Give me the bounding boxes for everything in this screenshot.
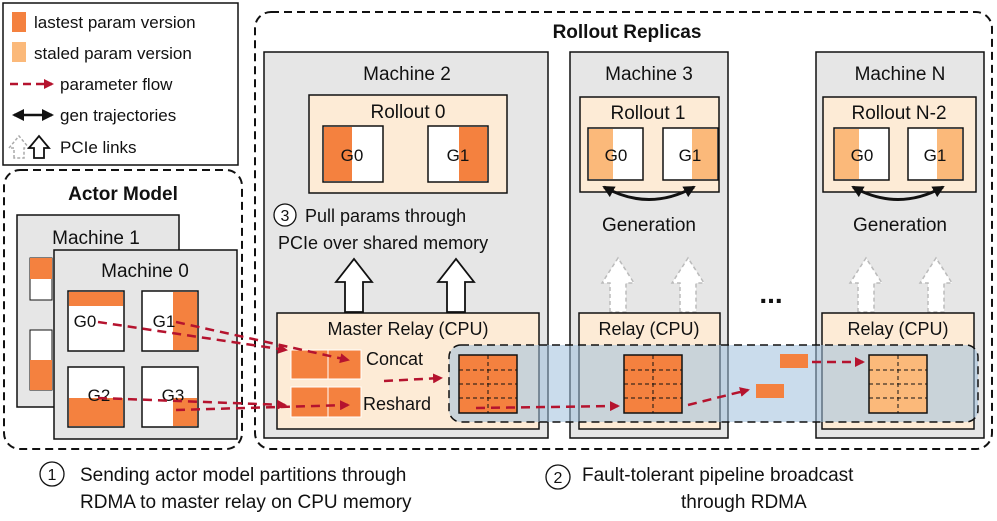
- rollout-replicas-group: Rollout Replicas Machine 2 Rollout 0 G0 …: [254, 11, 993, 450]
- actor-gpu-g3: G3: [141, 366, 199, 428]
- legend-param-flow: parameter flow: [60, 75, 173, 94]
- rollout-replicas-title: Rollout Replicas: [553, 22, 702, 43]
- relay-label-machine-3: Relay (CPU): [598, 319, 699, 339]
- actor-model-group: Actor Model Machine 1 Machine 0 G0 G1 G2: [3, 169, 243, 450]
- param-buffer-master: [458, 354, 518, 414]
- rollout-n2-gpu-g0: G0: [833, 127, 890, 181]
- svg-text:G0: G0: [851, 146, 874, 165]
- pcie-up-arrow-icon: [436, 257, 476, 313]
- concat-buffer: [290, 349, 362, 380]
- svg-text:G0: G0: [341, 146, 364, 165]
- concat-label: Concat: [366, 349, 423, 369]
- rollout-n2-label: Rollout N-2: [851, 103, 946, 124]
- actor-gpu-g1: G1: [141, 290, 199, 352]
- machine-3-label: Machine 3: [605, 64, 693, 85]
- step-3-number: 3: [281, 208, 290, 225]
- actor-gpu-g2-label: G2: [88, 386, 111, 405]
- generation-arrow-icon: [602, 185, 696, 201]
- actor-machine-1-label: Machine 1: [52, 228, 140, 249]
- machine-n-label: Machine N: [855, 64, 946, 85]
- reshard-buffer: [290, 386, 362, 418]
- step-3-line-1: Pull params through: [305, 206, 466, 226]
- step-1-caption: 1 Sending actor model partitions through…: [39, 461, 412, 513]
- latest-swatch: [12, 12, 26, 32]
- svg-text:G0: G0: [605, 146, 628, 165]
- machines-ellipsis: ...: [759, 278, 782, 309]
- parameter-flow-arrows: [97, 320, 865, 412]
- pcie-dashed-arrow-icon: [670, 256, 706, 313]
- pcie-dashed-arrow-icon: [600, 256, 636, 313]
- pcie-link-icon: [7, 134, 51, 159]
- step-1-line-1: Sending actor model partitions through: [80, 465, 406, 486]
- legend-latest: lastest param version: [34, 13, 196, 32]
- rdma-broadcast-region: [448, 344, 979, 423]
- pcie-up-arrow-icon: [334, 257, 374, 313]
- actor-gpu-g0-label: G0: [74, 312, 97, 331]
- machine-3-generation: Generation: [602, 215, 696, 236]
- actor-model-title: Actor Model: [68, 184, 178, 205]
- rollout-0-gpu-g0: G0: [322, 125, 384, 183]
- legend-pcie: PCIe links: [60, 138, 137, 157]
- legend-staled: staled param version: [34, 44, 192, 63]
- relay-label-machine-n: Relay (CPU): [847, 319, 948, 339]
- param-chunk-in-flight: [756, 384, 784, 398]
- step-2-caption: 2 Fault-tolerant pipeline broadcast thro…: [545, 464, 854, 513]
- step-1-number: 1: [48, 467, 57, 484]
- master-relay-label: Master Relay (CPU): [327, 319, 488, 339]
- actor-gpu-g0: G0: [67, 290, 125, 352]
- rollout-1-label: Rollout 1: [611, 103, 686, 124]
- step-1-line-2: RDMA to master relay on CPU memory: [80, 492, 412, 513]
- step-3-annotation: 3 Pull params through PCIe over shared m…: [273, 203, 488, 253]
- rollout-0-gpu-g1: G1: [427, 125, 489, 183]
- pcie-dashed-arrow-icon: [918, 256, 954, 313]
- legend-gen-traj: gen trajectories: [60, 106, 176, 125]
- reshard-label: Reshard: [363, 394, 431, 414]
- svg-text:G1: G1: [447, 146, 470, 165]
- staled-swatch: [12, 42, 26, 62]
- rollout-0-label: Rollout 0: [371, 102, 446, 123]
- rollout-1-gpu-g0: G0: [587, 127, 644, 181]
- param-buffer-machine-3: [623, 354, 683, 414]
- machine-2-label: Machine 2: [363, 64, 451, 85]
- pcie-dashed-arrow-icon: [848, 256, 884, 313]
- rollout-n2-gpu-g1: G1: [907, 127, 964, 181]
- legend: lastest param version staled param versi…: [2, 2, 239, 166]
- svg-text:G1: G1: [679, 146, 702, 165]
- machine-n-generation: Generation: [853, 215, 947, 236]
- actor-gpu-g1-label: G1: [153, 312, 176, 331]
- rollout-1-gpu-g1: G1: [662, 127, 719, 181]
- param-buffer-machine-n: [868, 354, 928, 414]
- svg-text:G1: G1: [924, 146, 947, 165]
- actor-machine-0-label: Machine 0: [101, 261, 189, 282]
- param-chunk-in-flight: [780, 354, 808, 368]
- generation-arrow-icon: [851, 185, 945, 201]
- step-3-line-2: PCIe over shared memory: [278, 233, 488, 253]
- actor-gpu-g2: G2: [67, 366, 125, 428]
- step-2-number: 2: [554, 470, 563, 487]
- step-2-line-1: Fault-tolerant pipeline broadcast: [582, 465, 854, 486]
- step-2-line-2: through RDMA: [681, 492, 807, 513]
